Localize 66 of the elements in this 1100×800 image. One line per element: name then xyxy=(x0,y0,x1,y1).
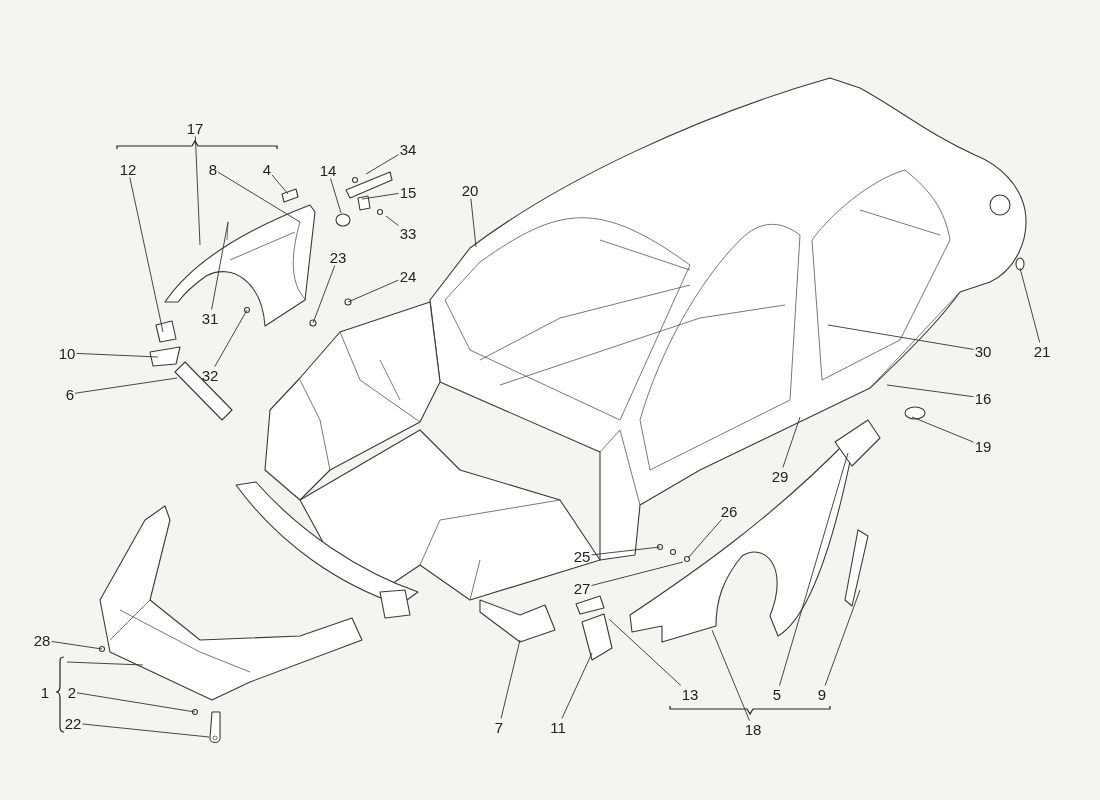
callout-number: 10 xyxy=(57,344,77,362)
leader-line xyxy=(591,561,684,586)
leader-line xyxy=(66,661,144,666)
callout-number: 5 xyxy=(771,685,783,703)
callout-number: 34 xyxy=(398,140,418,158)
callout-number: 33 xyxy=(398,224,418,242)
callout-number: 15 xyxy=(398,183,418,201)
leader-line xyxy=(129,177,164,333)
callout-number: 16 xyxy=(973,389,993,407)
callout-number: 24 xyxy=(398,267,418,285)
callout-number: 29 xyxy=(770,467,790,485)
callout-number: 27 xyxy=(572,579,592,597)
callout-number: 18 xyxy=(743,720,763,738)
callout-number: 1 xyxy=(39,683,51,701)
leader-line xyxy=(608,618,682,686)
leader-line xyxy=(500,639,521,719)
callout-number: 17 xyxy=(185,119,205,137)
callout-number: 25 xyxy=(572,547,592,565)
callout-number: 26 xyxy=(719,502,739,520)
callout-number: 7 xyxy=(493,718,505,736)
callout-number: 8 xyxy=(207,160,219,178)
leader-line xyxy=(76,352,159,358)
callout-number: 2 xyxy=(66,683,78,701)
leader-line xyxy=(886,384,974,398)
callout-number: 4 xyxy=(261,160,273,178)
leader-line xyxy=(779,452,849,686)
leader-line xyxy=(330,178,342,214)
callout-number: 32 xyxy=(200,366,220,384)
leader-line xyxy=(347,279,399,303)
leader-line xyxy=(365,154,399,175)
leader-line xyxy=(312,265,336,324)
leader-line xyxy=(76,692,196,713)
callout-number: 22 xyxy=(63,714,83,732)
callout-number: 21 xyxy=(1032,342,1052,360)
callout-number: 6 xyxy=(64,385,76,403)
leader-line xyxy=(470,198,477,248)
leader-line xyxy=(361,193,399,200)
leader-line xyxy=(217,171,301,223)
leader-line xyxy=(211,221,229,310)
callout-number: 14 xyxy=(318,161,338,179)
leader-line xyxy=(1019,267,1041,343)
leader-line xyxy=(214,309,248,367)
callout-number: 12 xyxy=(118,160,138,178)
leader-line xyxy=(561,652,593,719)
leader-line xyxy=(911,416,974,443)
callout-number: 30 xyxy=(973,342,993,360)
callout-number: 19 xyxy=(973,437,993,455)
leader-line xyxy=(827,324,974,350)
leader-line xyxy=(591,546,661,556)
leader-line xyxy=(82,723,210,738)
callout-number: 20 xyxy=(460,181,480,199)
callout-number: 9 xyxy=(816,685,828,703)
leader-line xyxy=(74,377,178,394)
leader-line xyxy=(687,519,723,559)
callout-number: 31 xyxy=(200,309,220,327)
leader-line xyxy=(51,640,103,650)
callout-number: 28 xyxy=(32,631,52,649)
callout-number: 13 xyxy=(680,685,700,703)
leader-line xyxy=(711,629,750,721)
leader-line xyxy=(824,589,861,686)
leader-line xyxy=(271,174,289,195)
leader-line xyxy=(782,416,801,468)
leader-line xyxy=(385,215,399,227)
leader-line xyxy=(194,136,201,246)
callout-number: 23 xyxy=(328,248,348,266)
callout-number: 11 xyxy=(549,718,567,736)
